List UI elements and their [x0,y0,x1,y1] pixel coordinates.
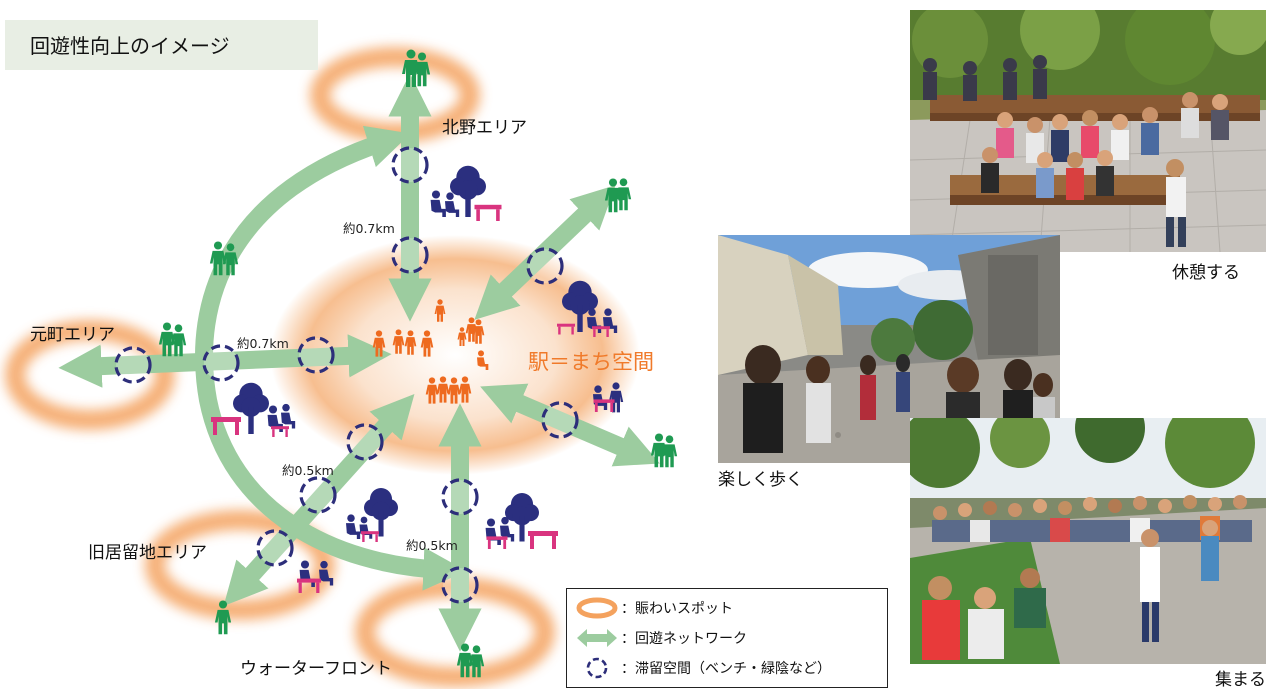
arrow-northeast [474,185,616,320]
rest-scene-south [485,493,558,549]
diagram-title: 回遊性向上のイメージ [30,34,230,58]
arrow-west [58,334,392,388]
rest-marker [299,476,337,514]
title-box [5,20,318,70]
distance-southwest: 約0.5km [282,463,334,478]
legend-network-label: ：回遊ネットワーク [621,631,747,647]
arrow-southwest [223,393,415,607]
rest-marker [541,401,579,439]
caption-walk: 楽しく歩く [718,470,803,490]
photo-resting-plaza [910,10,1266,252]
legend-row-network: ：回遊ネットワーク [567,624,887,652]
legend-row-spot: ：賑わいスポット [567,594,887,622]
rest-marker [391,146,429,184]
label-waterfront: ウォーターフロント [240,659,392,679]
rest-marker [256,529,294,567]
rest-scene-north [430,165,502,221]
legend-row-rest: ：滞留空間（ベンチ・緑陰など） [567,654,887,682]
photo-gathering-crowd [910,418,1266,664]
distance-west: 約0.7km [237,336,289,351]
rest-scene-southwest [346,488,398,542]
rest-marker [346,423,384,461]
walker [170,324,187,357]
rest-markers [114,146,579,604]
double-arrow-icon [577,629,617,647]
distance-south: 約0.5km [406,538,458,553]
legend: ：賑わいスポット ：回遊ネットワーク ：滞留空間（ベンチ・緑陰など） [566,588,888,688]
rest-marker [297,336,335,374]
walker [661,435,678,468]
rest-marker [391,236,429,274]
caption-gather: 集まる [1215,670,1266,690]
arrow-southeast [480,383,660,467]
label-kyokyoryuchi-area: 旧居留地エリア [88,543,207,563]
caption-rest: 休憩する [1172,263,1240,283]
walker [615,178,632,211]
rest-marker [114,346,152,384]
rest-marker [441,566,479,604]
legend-spot-label: ：賑わいスポット [621,601,733,617]
rest-marker [202,344,240,382]
legend-rest-label: ：滞留空間（ベンチ・緑陰など） [621,661,831,677]
circulation-diagram [5,47,678,687]
distance-north: 約0.7km [343,221,395,236]
network-arrows [58,73,660,652]
spot-ring-icon [576,597,618,619]
rest-marker [526,247,564,285]
rest-marker [441,478,479,516]
label-motomachi-area: 元町エリア [30,325,115,345]
label-station-space: 駅＝まち空間 [528,350,654,374]
label-kitano-area: 北野エリア [442,118,527,138]
dashed-circle-icon [586,657,608,679]
